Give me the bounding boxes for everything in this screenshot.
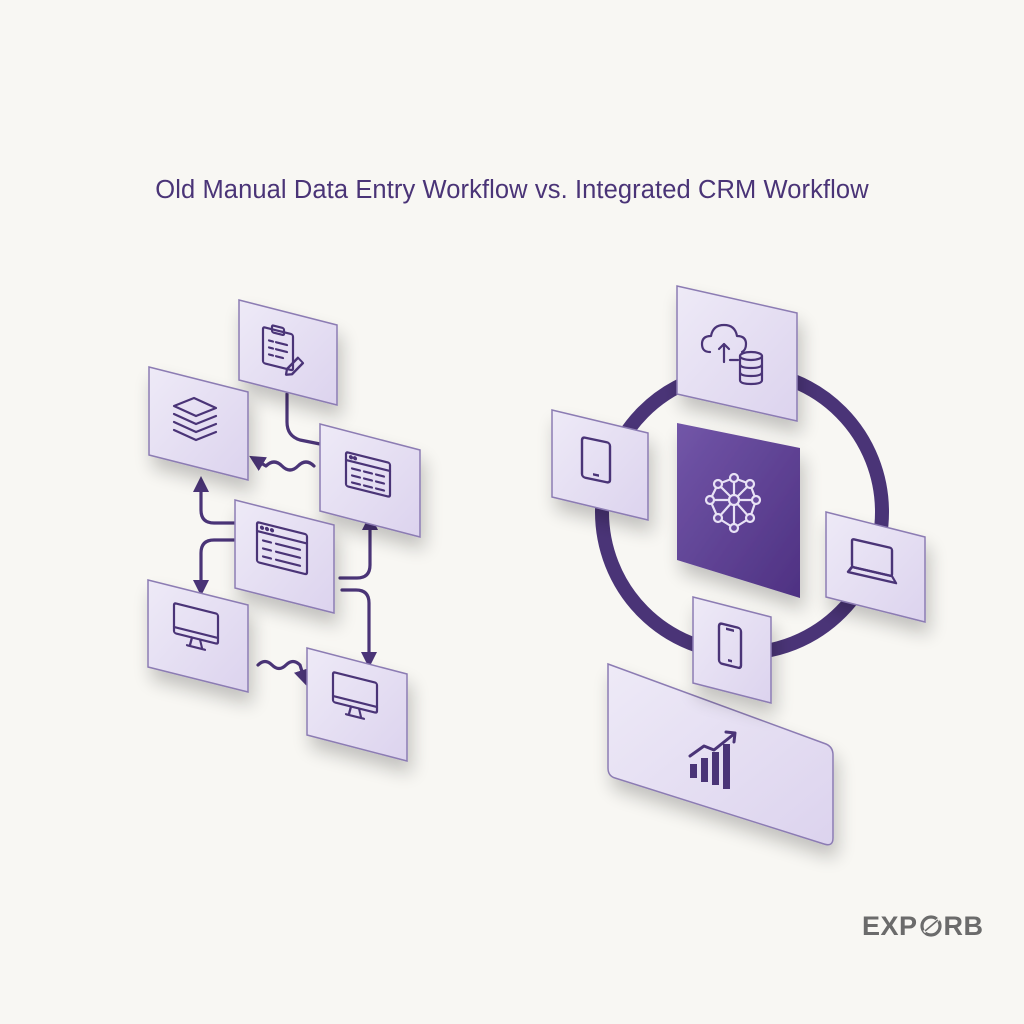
tablet-icon xyxy=(580,436,612,484)
laptop-icon xyxy=(846,538,898,585)
tile-cloud xyxy=(676,285,798,422)
spreadsheet-window-icon xyxy=(344,451,392,498)
cloud-database-icon xyxy=(700,323,764,386)
tile-tablet xyxy=(551,409,649,521)
spreadsheet-window-icon xyxy=(255,521,309,576)
tile-monitor-right xyxy=(306,647,408,762)
tile-laptop xyxy=(825,511,926,623)
brand-orbit-icon xyxy=(919,914,943,938)
desktop-monitor-icon xyxy=(172,602,220,651)
old-connectors xyxy=(193,392,378,686)
brand-suffix: RB xyxy=(943,911,984,941)
smartphone-icon xyxy=(717,622,743,670)
diagram-title: Old Manual Data Entry Workflow vs. Integ… xyxy=(155,176,869,204)
tile-monitor-left xyxy=(147,579,249,693)
connector-spreadsheet-to-layers xyxy=(249,455,316,472)
tile-hub xyxy=(677,423,800,598)
growth-chart-icon xyxy=(688,730,737,789)
connector-center-to-layers xyxy=(193,476,238,525)
integrated-workflow-group xyxy=(551,285,926,846)
old-workflow-group xyxy=(147,299,421,762)
connector-center-to-monitor xyxy=(193,538,236,596)
brand-logo: EXP RB xyxy=(862,911,1002,943)
tile-dashboard xyxy=(607,662,834,846)
layers-icon xyxy=(172,396,218,442)
network-graph-icon xyxy=(704,472,762,534)
brand-prefix: EXP xyxy=(862,911,918,941)
connector-center-to-lower-monitor xyxy=(340,588,377,668)
desktop-monitor-icon xyxy=(331,671,379,720)
connector-clipboard-to-spreadsheet xyxy=(285,392,322,446)
connector-monitor-to-monitor xyxy=(256,659,310,686)
tile-smartphone xyxy=(692,596,772,704)
clipboard-edit-icon xyxy=(261,324,305,376)
connector-center-to-spreadsheet xyxy=(338,514,378,580)
tile-spreadsheet-center xyxy=(234,499,335,614)
